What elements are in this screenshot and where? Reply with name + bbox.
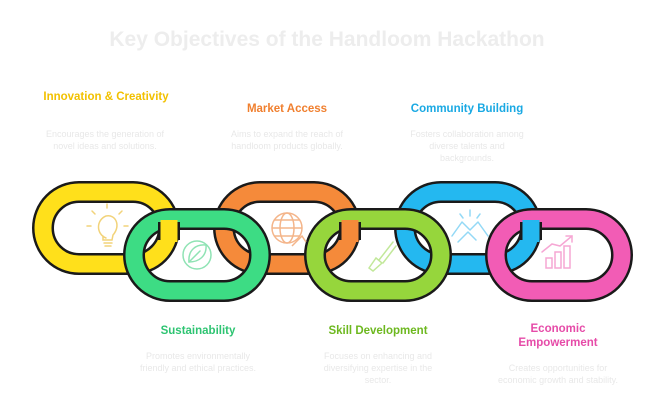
diagram-title: Key Objectives of the Handloom Hackathon (109, 28, 545, 51)
chain-link-sustainability (123, 208, 271, 302)
growth-chart-icon (541, 235, 573, 269)
handshake-icon (451, 209, 489, 243)
lightbulb-icon (86, 203, 129, 247)
heading-skill-development: Skill Development (328, 325, 428, 337)
description-innovation: Encourages the generation of novel ideas… (45, 129, 165, 151)
globe-icon (271, 212, 307, 247)
description-market-access: Aims to expand the reach of handloom pro… (230, 129, 344, 151)
description-skill-development: Focuses on enhancing and diversifying ex… (323, 351, 433, 385)
leaf-icon (182, 240, 212, 270)
description-sustainability: Promotes environmentally friendly and et… (139, 351, 257, 373)
brush-icon (367, 241, 397, 272)
description-economic-empowerment: Creates opportunities for economic growt… (498, 363, 618, 385)
chain-link-economic-empowerment (485, 208, 633, 302)
heading-market-access: Market Access (246, 103, 328, 115)
description-community-building: Fosters collaboration among diverse tale… (410, 129, 524, 163)
heading-sustainability: Sustainability (160, 325, 236, 337)
chain-link-skill-development (304, 208, 452, 302)
heading-innovation: Innovation & Creativity (43, 91, 169, 103)
heading-economic-empowerment: Economic Empowerment (518, 323, 598, 349)
heading-community-building: Community Building (410, 103, 524, 115)
